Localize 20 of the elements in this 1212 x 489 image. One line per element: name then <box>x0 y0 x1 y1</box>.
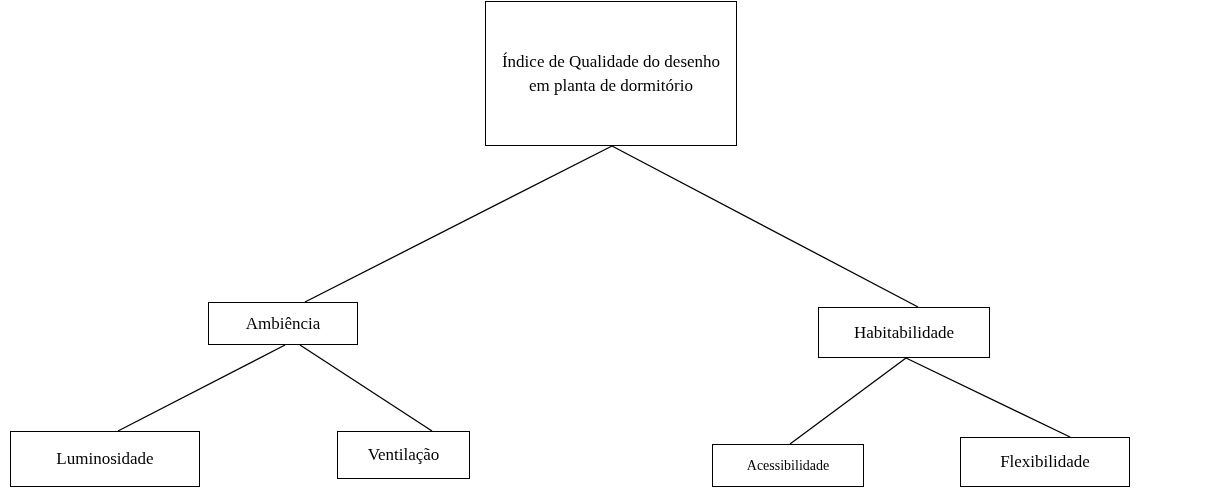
connector-line <box>611 145 919 308</box>
hierarchy-box <box>208 302 358 345</box>
hierarchy-box <box>10 431 200 487</box>
connector-line <box>789 357 907 445</box>
hierarchy-box <box>337 431 470 479</box>
node-label: Ambiência <box>245 312 321 335</box>
hierarchy-box <box>485 1 737 146</box>
node-label: Ventilação <box>367 444 440 467</box>
connector-line <box>304 145 613 303</box>
hierarchy-box <box>960 437 1130 487</box>
node-label: Índice de Qualidade do desenho em planta de dormitório <box>500 51 722 97</box>
connector-line <box>905 357 1071 438</box>
node-label: Acessibilidade <box>746 456 830 475</box>
node-label: Flexibilidade <box>1000 451 1090 474</box>
connector-line <box>117 344 286 432</box>
node-label: Habitabilidade <box>853 321 955 344</box>
hierarchy-box <box>712 444 864 487</box>
node-label: Luminosidade <box>56 448 154 471</box>
hierarchy-box <box>818 307 990 358</box>
connector-line <box>299 344 433 432</box>
